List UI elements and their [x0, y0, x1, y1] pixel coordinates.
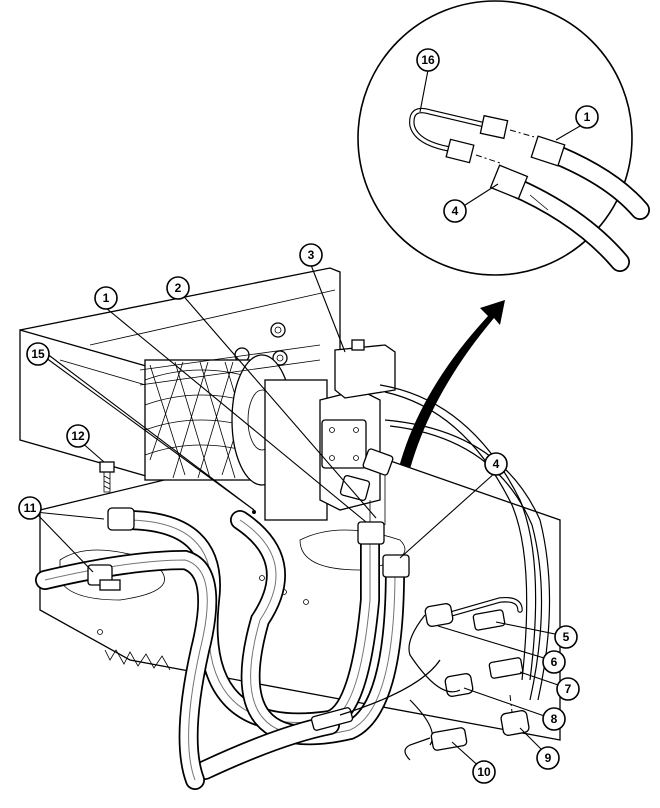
callout-1-inset: 1 [575, 105, 599, 129]
hose-clamps [87, 507, 135, 591]
callout-9: 9 [536, 746, 560, 770]
callout-6: 6 [542, 650, 566, 674]
valve-block [319, 339, 396, 525]
callout-15: 15 [26, 342, 50, 366]
callout-9-label: 9 [545, 751, 552, 765]
callout-1-label: 1 [103, 291, 110, 305]
callout-leaders [34, 69, 588, 771]
winch-drum [139, 344, 328, 521]
callout-4-inset-label: 4 [452, 204, 459, 218]
callout-11: 11 [18, 496, 42, 520]
detail-inset [357, 0, 650, 276]
callout-12-label: 12 [71, 429, 85, 443]
callout-11-label: 11 [24, 501, 37, 515]
callout-16: 16 [416, 48, 440, 72]
callout-7: 7 [556, 677, 580, 701]
callout-12: 12 [66, 424, 90, 448]
callout-5-label: 5 [563, 630, 570, 644]
hydraulic-hoses [35, 510, 410, 790]
callout-2-label: 2 [175, 281, 182, 295]
callout-8-label: 8 [551, 712, 558, 726]
callout-6-label: 6 [551, 655, 558, 669]
callout-4-inset: 4 [443, 199, 467, 223]
callout-1: 1 [94, 286, 118, 310]
bolt [99, 461, 115, 493]
callout-3: 3 [299, 243, 323, 267]
callout-16-label: 16 [421, 53, 435, 67]
callout-1-inset-label: 1 [584, 110, 591, 124]
callout-8: 8 [542, 707, 566, 731]
callout-10: 10 [472, 760, 496, 784]
callout-4: 4 [484, 452, 508, 476]
sensor-tubes [339, 384, 551, 746]
callout-5: 5 [554, 625, 578, 649]
callout-7-label: 7 [565, 682, 572, 696]
quick-disconnect-fittings [404, 596, 530, 761]
callout-4-label: 4 [493, 457, 500, 471]
callout-15-label: 15 [31, 347, 45, 361]
base-plate [39, 439, 561, 741]
callout-3-label: 3 [308, 248, 315, 262]
callout-2: 2 [166, 276, 190, 300]
callout-10-label: 10 [477, 765, 491, 779]
